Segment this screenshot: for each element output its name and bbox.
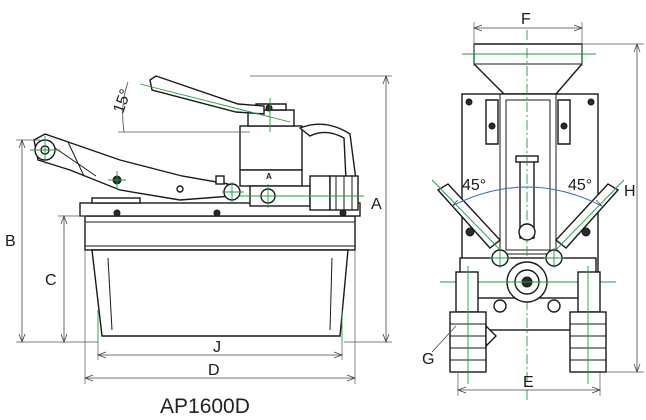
dim-a-label: A (371, 196, 382, 213)
top-bracket (462, 43, 596, 95)
dim-g-label: G (422, 351, 434, 368)
port-mark-label: A (266, 172, 272, 181)
side-view: A 15° A (5, 74, 392, 384)
dim-j-label: J (213, 339, 221, 356)
dim-d-label: D (208, 362, 220, 379)
right-coupler (569, 266, 607, 384)
dimension-h: H (582, 42, 644, 374)
angle-right-label: 45° (568, 177, 592, 194)
left-coupler (449, 266, 497, 384)
foot-pedal (30, 133, 233, 201)
dimension-c: C (45, 214, 86, 344)
dimension-f: F (472, 11, 584, 44)
dimension-e: E (456, 372, 602, 396)
dimension-b: B (5, 138, 98, 344)
dim-c-label: C (45, 272, 57, 289)
front-view: 45° 45° (422, 11, 644, 400)
angled-arms: 45° 45° (431, 177, 625, 263)
dimension-g: G (422, 325, 457, 368)
model-caption: AP1600D (160, 395, 250, 418)
dim-e-label: E (523, 374, 534, 391)
pump-base (80, 215, 360, 342)
dim-f-label: F (521, 11, 531, 28)
dim-h-label: H (624, 183, 636, 200)
dim-b-label: B (5, 233, 16, 250)
dimension-a: A (250, 74, 392, 344)
handle-angle-label: 15° (111, 87, 135, 116)
dimension-j: J (96, 339, 344, 360)
angle-left-label: 45° (462, 177, 486, 194)
center-lever (515, 30, 539, 400)
dimension-d: D (83, 250, 357, 384)
valve-block: A (215, 98, 303, 202)
outlet-fitting (240, 123, 364, 211)
